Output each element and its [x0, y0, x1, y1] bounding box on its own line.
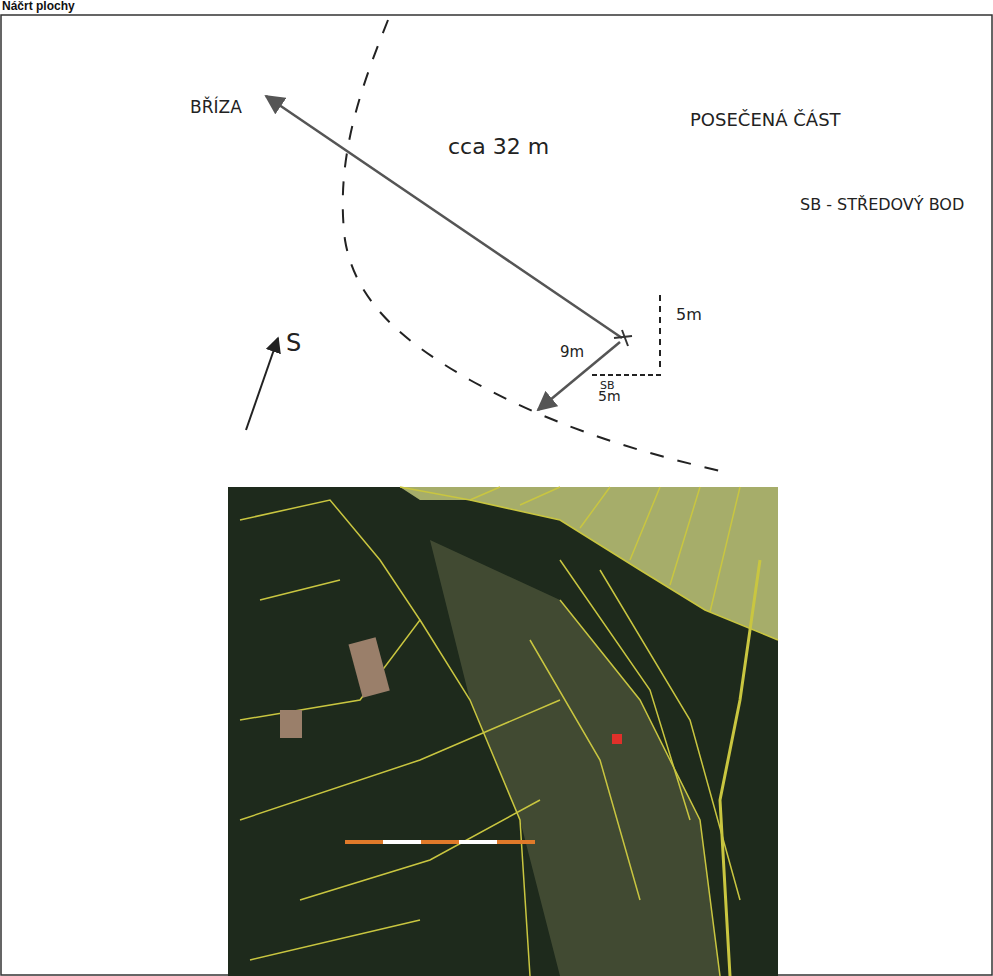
dimension-label: 5m — [676, 306, 702, 324]
mowed-boundary — [343, 20, 725, 472]
dimension-label: 5m — [598, 388, 621, 404]
sketch-title: Náčrt plochy — [2, 0, 75, 14]
north-arrow — [246, 338, 278, 430]
legend-note: SB - STŘEDOVÝ BOD — [800, 196, 980, 214]
north-label: S — [286, 330, 301, 358]
tree-label: BŘÍZA — [190, 98, 242, 118]
distance-arrow — [266, 96, 622, 338]
center-mark — [614, 336, 632, 338]
frame — [1, 15, 992, 975]
area-label: POSEČENÁ ČÁST — [690, 110, 841, 131]
dimension-label: 9m — [560, 344, 584, 361]
dimension-line — [592, 374, 662, 376]
distance-label: cca 32 m — [448, 134, 549, 159]
dimension-line — [659, 295, 661, 372]
distance-arrow — [538, 342, 620, 410]
aerial-photo — [228, 487, 778, 976]
